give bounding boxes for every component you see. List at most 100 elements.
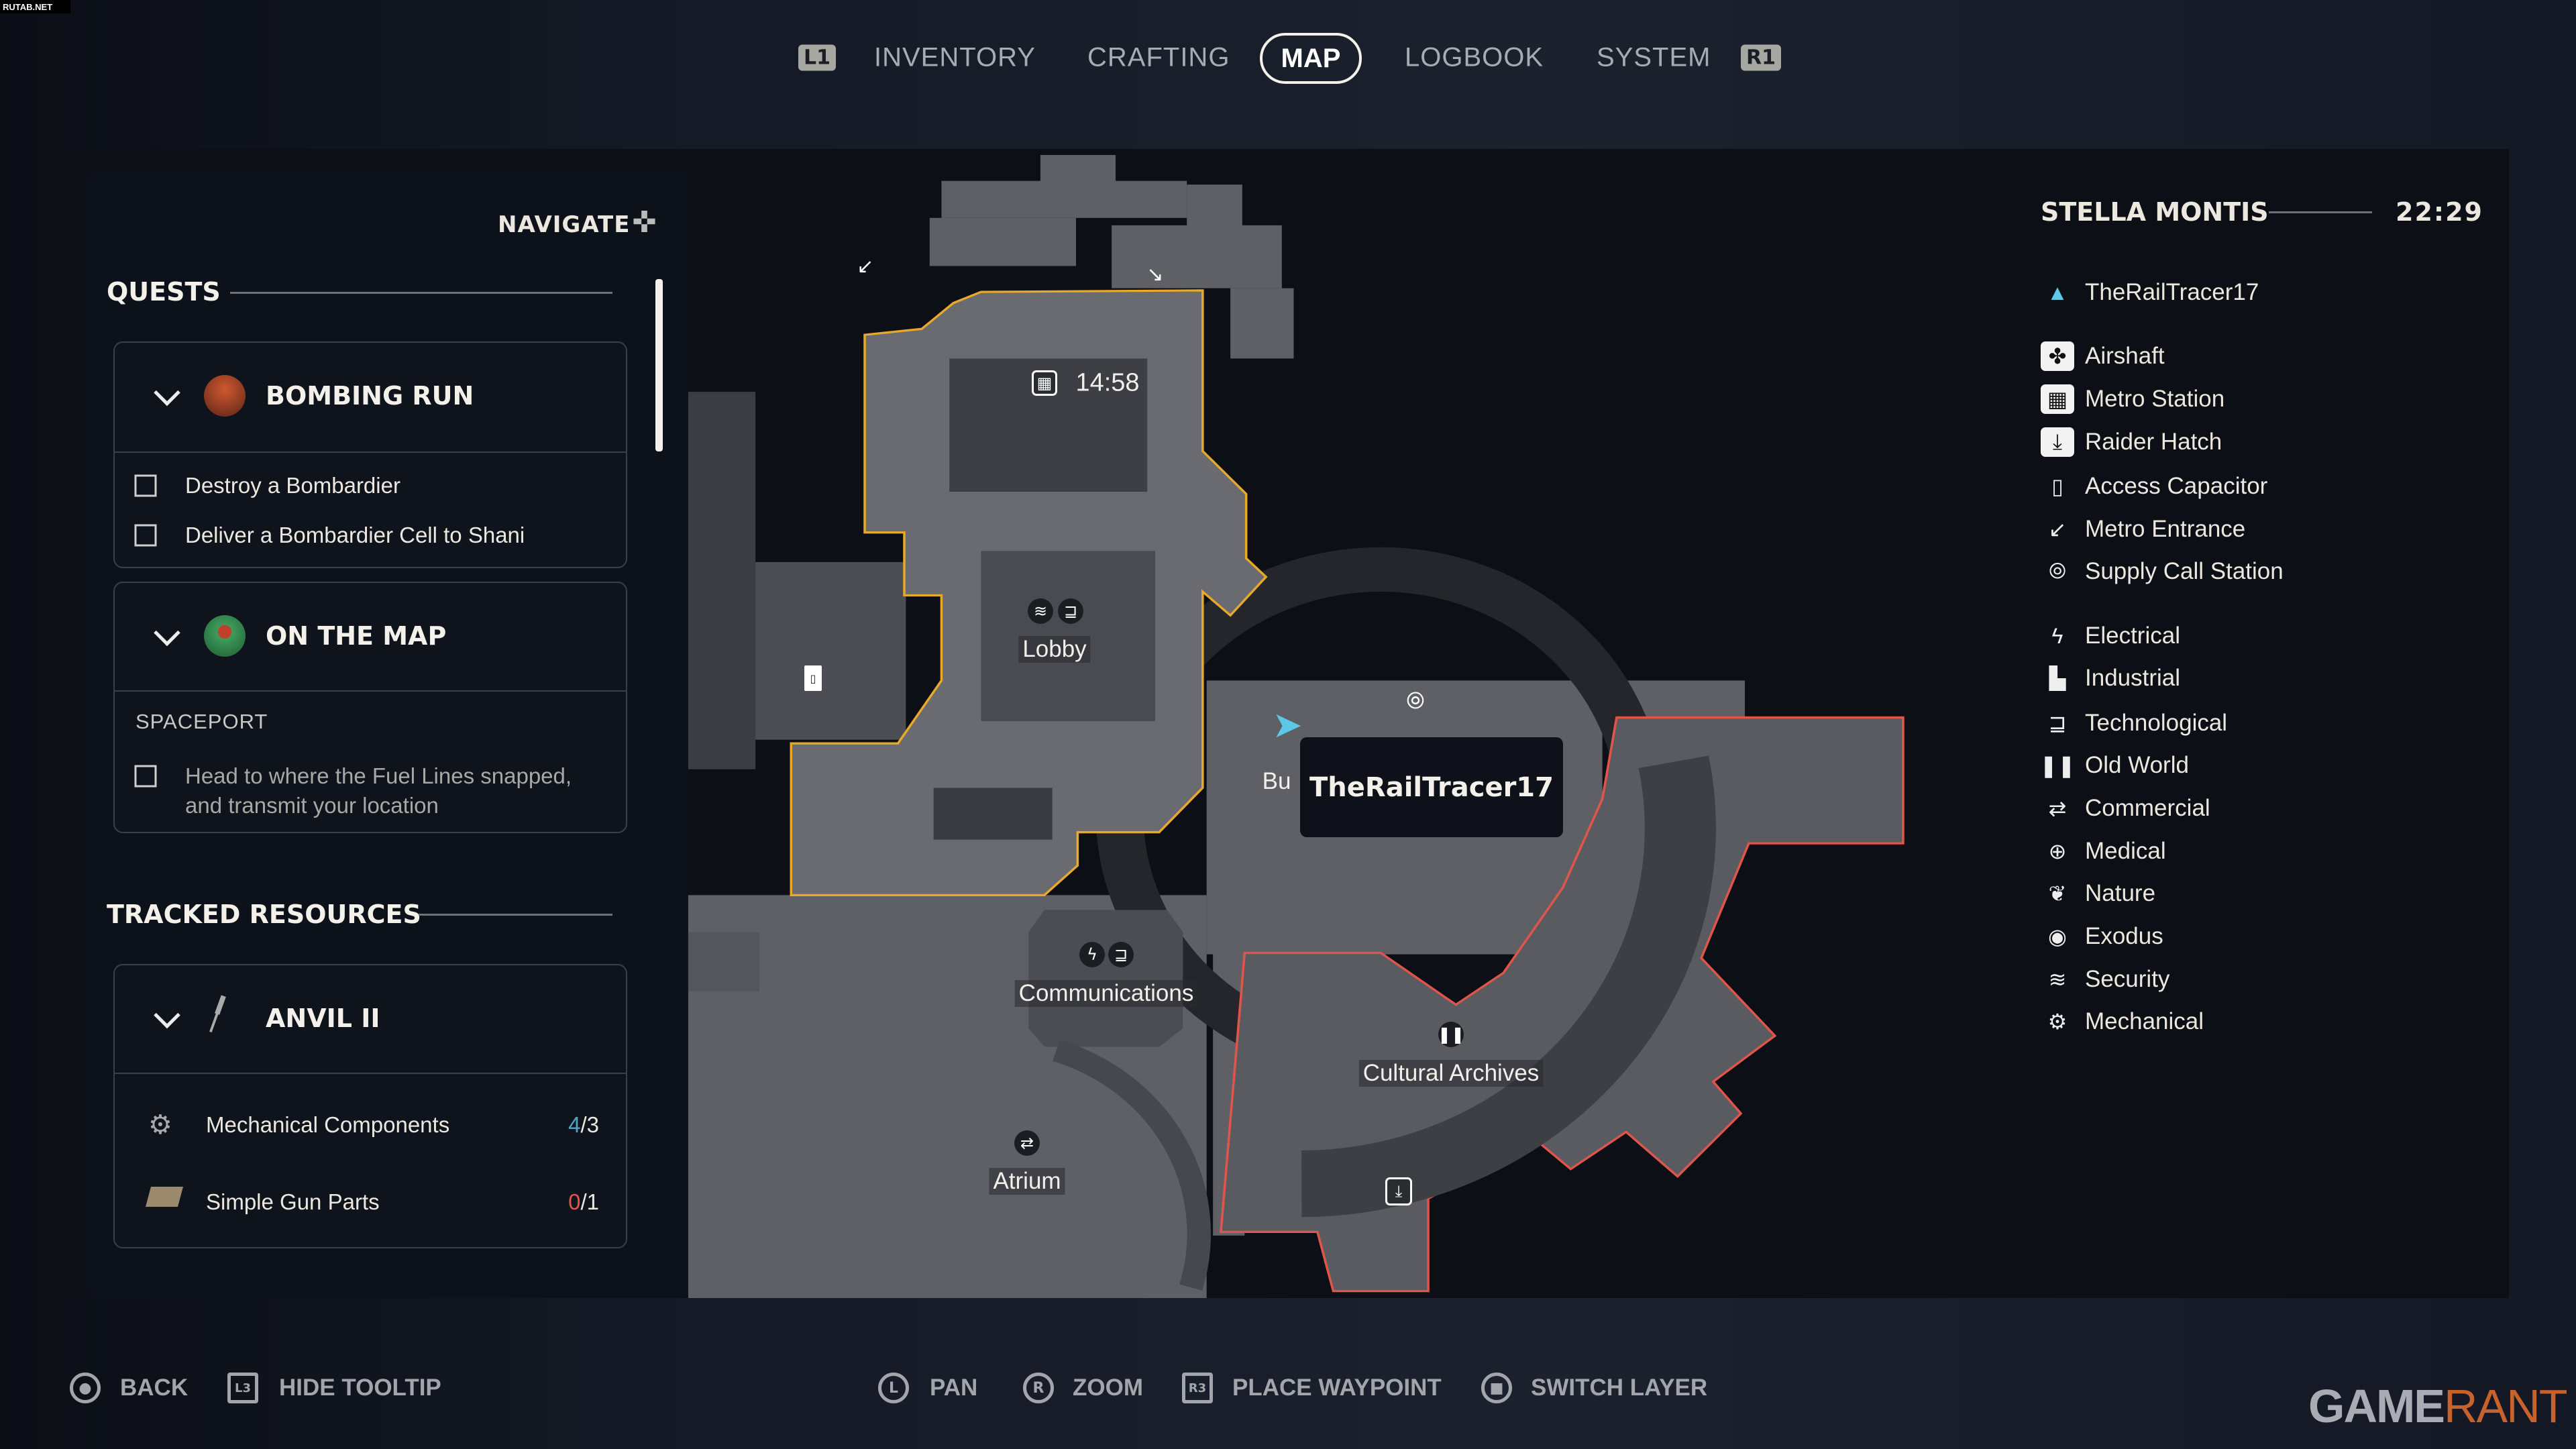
objective-text: and transmit your location (185, 793, 439, 818)
lightning-icon: ϟ (2051, 623, 2063, 648)
square-button-icon: ■ (1481, 1373, 1512, 1403)
exchange-icon: ⇄ (2048, 796, 2067, 820)
logo-part: GAME (2308, 1380, 2445, 1432)
legend-panel: STELLA MONTIS 22:29 ▲ TheRailTracer17 ✤A… (2023, 174, 2512, 1067)
legend-item: ▙ Industrial (2023, 663, 2180, 693)
legend-item: ⚙Mechanical (2023, 1007, 2204, 1036)
mechanical-components-icon: ⚙ (148, 1110, 172, 1140)
divider (419, 914, 612, 916)
map-label-atrium[interactable]: Atrium (989, 1168, 1065, 1195)
legend-label: TheRailTracer17 (2085, 279, 2259, 305)
metro-entrance-icon[interactable]: ↙ (857, 254, 874, 278)
zoom-hint[interactable]: ZOOM (1073, 1375, 1143, 1401)
circle-button-icon: ● (70, 1373, 101, 1403)
map-label-cultural-archives[interactable]: Cultural Archives (1358, 1060, 1544, 1087)
gun-parts-icon (145, 1187, 184, 1207)
old-world-icon: ❚❚ (1438, 1022, 1464, 1047)
player-arrow-icon: ➤ (1272, 703, 1303, 746)
r1-key-hint: R1 (1741, 44, 1781, 71)
legend-item: ≋Security (2023, 965, 2170, 994)
legend-item: ▦ Metro Station (2023, 384, 2224, 414)
legend-label: Access Capacitor (2085, 473, 2268, 499)
tab-map[interactable]: MAP (1260, 33, 1362, 84)
supply-call-station-icon[interactable]: ⦾ (1406, 688, 1425, 714)
legend-label: Raider Hatch (2085, 429, 2222, 455)
door-icon: ▯ (2051, 474, 2063, 498)
legend-item: ✤ Airshaft (2023, 341, 2165, 371)
metro-station-icon: ▦ (2041, 384, 2074, 414)
legend-label: Security (2085, 966, 2170, 992)
legend-item: ⦾Supply Call Station (2023, 557, 2284, 586)
metro-entrance-icon[interactable]: ↘ (1146, 262, 1164, 286)
switch-layer-button[interactable]: SWITCH LAYER (1531, 1375, 1708, 1401)
tracked-resources-heading: TRACKED RESOURCES (107, 900, 421, 929)
legend-label: Electrical (2085, 623, 2180, 649)
technological-icon: ⊒ (1108, 942, 1134, 967)
electrical-icon: ϟ (1079, 942, 1105, 967)
objective-checkbox (134, 474, 157, 497)
tracked-item-title: ANVIL II (266, 1004, 380, 1033)
chip-icon: ⊒ (2048, 711, 2067, 735)
divider (115, 690, 626, 692)
legend-item: ⤓ Raider Hatch (2023, 427, 2222, 457)
fan-icon: ✤ (2041, 341, 2074, 371)
place-waypoint-button[interactable]: PLACE WAYPOINT (1232, 1375, 1442, 1401)
legend-label: Old World (2085, 752, 2189, 778)
chevron-down-icon[interactable] (154, 379, 180, 407)
l1-key-hint: L1 (798, 44, 836, 71)
legend-label: Metro Station (2085, 386, 2225, 412)
metro-timer: 14:58 (1075, 368, 1140, 397)
tab-inventory[interactable]: INVENTORY (874, 42, 1036, 72)
eye-icon: ◉ (2048, 924, 2067, 949)
legend-label: Medical (2085, 838, 2166, 864)
quest-title: ON THE MAP (266, 621, 447, 651)
antenna-icon: ⦾ (2049, 559, 2066, 583)
legend-item: ϟ Electrical (2023, 621, 2180, 651)
legend-label: Exodus (2085, 923, 2163, 949)
scrollbar[interactable] (655, 279, 663, 451)
l3-stick-icon: L3 (227, 1373, 258, 1403)
raider-hatch-icon: ⤓ (2041, 427, 2074, 457)
chevron-down-icon[interactable] (154, 619, 180, 647)
security-icon: ≋ (1028, 598, 1053, 624)
tab-crafting[interactable]: CRAFTING (1087, 42, 1230, 72)
factory-icon: ▙ (2049, 666, 2066, 690)
pan-hint[interactable]: PAN (930, 1375, 978, 1401)
player-tooltip: TheRailTracer17 (1300, 737, 1563, 837)
legend-item: ⇄Commercial (2023, 794, 2210, 823)
hide-tooltip-button[interactable]: HIDE TOOLTIP (279, 1375, 441, 1401)
legend-label: Airshaft (2085, 343, 2165, 369)
legend-label: Metro Entrance (2085, 516, 2246, 542)
resource-need: /1 (580, 1189, 599, 1214)
quest-card-bombing-run[interactable]: BOMBING RUN Destroy a Bombardier Deliver… (113, 341, 627, 568)
resource-name: Simple Gun Parts (206, 1189, 380, 1214)
legend-item: ↙Metro Entrance (2023, 515, 2246, 544)
legend-player: ▲ TheRailTracer17 (2023, 278, 2259, 307)
legend-label: Technological (2085, 710, 2228, 736)
tracked-item-card[interactable]: ╿ ANVIL II ⚙ Mechanical Components 4/3 S… (113, 964, 627, 1248)
quest-panel: NAVIGATE ✜ QUESTS BOMBING RUN Destroy a … (87, 171, 688, 1298)
region-name: STELLA MONTIS (2041, 197, 2269, 227)
metro-station-icon[interactable]: ▦ (1032, 370, 1057, 396)
back-button[interactable]: BACK (120, 1375, 189, 1401)
legend-item: ❦Nature (2023, 879, 2155, 908)
gamerant-logo: GAMERANT (2308, 1379, 2568, 1433)
player-arrow-icon: ▲ (2047, 280, 2068, 305)
tab-system[interactable]: SYSTEM (1597, 42, 1711, 72)
objective-checkbox (134, 765, 157, 788)
right-stick-icon: R (1023, 1373, 1054, 1403)
objective-text: Destroy a Bombardier (185, 473, 400, 498)
tab-logbook[interactable]: LOGBOOK (1405, 42, 1544, 72)
map-label-communications[interactable]: Communications (1014, 980, 1198, 1007)
objective-checkbox (134, 524, 157, 547)
access-capacitor-icon[interactable]: ▯ (804, 665, 822, 691)
quests-heading: QUESTS (107, 277, 221, 307)
chevron-down-icon[interactable] (154, 1002, 180, 1029)
legend-label: Industrial (2085, 665, 2181, 691)
resource-need: /3 (580, 1112, 599, 1137)
book-icon: ❚❚ (2039, 753, 2076, 777)
raider-hatch-icon[interactable]: ⤓ (1385, 1177, 1412, 1205)
quest-card-on-the-map[interactable]: ON THE MAP SPACEPORT Head to where the F… (113, 582, 627, 833)
divider (2269, 211, 2372, 213)
map-label-lobby[interactable]: Lobby (1018, 636, 1091, 663)
